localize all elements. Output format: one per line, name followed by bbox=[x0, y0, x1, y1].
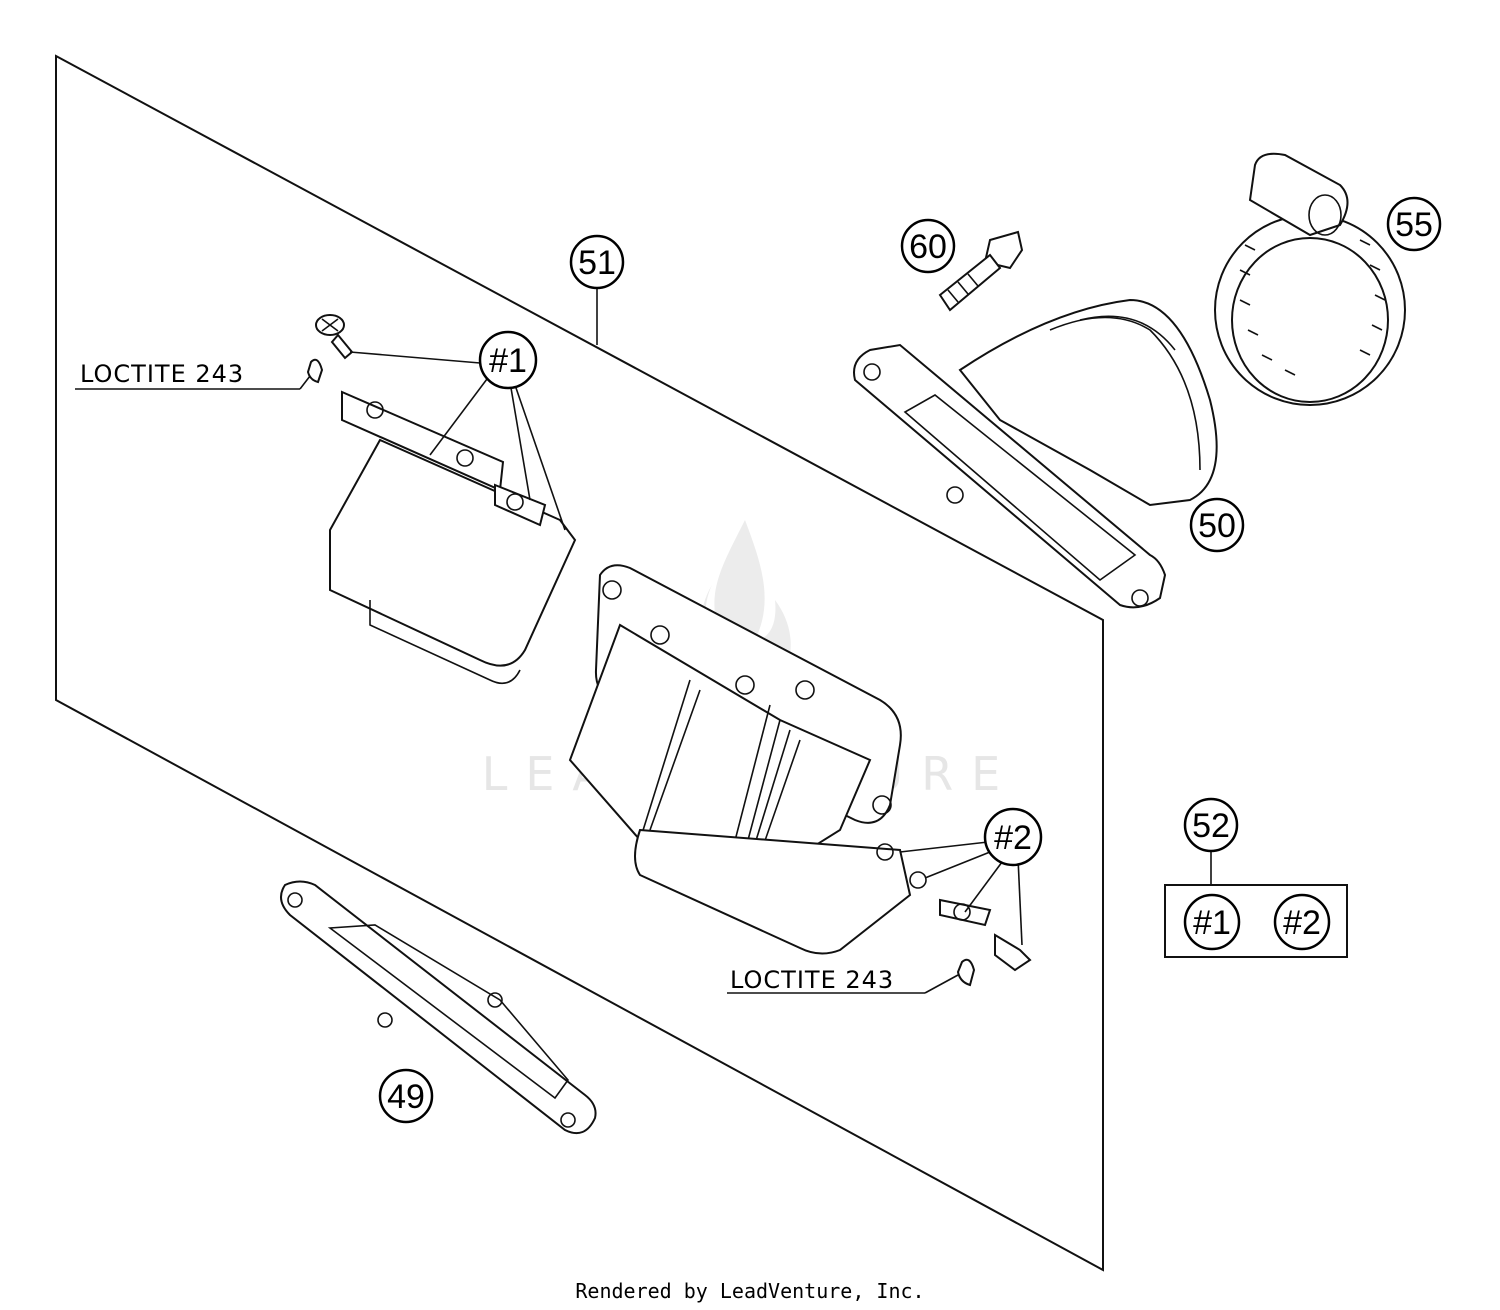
footer-credit: Rendered by LeadVenture, Inc. bbox=[575, 1279, 924, 1303]
callout-52: 52 bbox=[1183, 797, 1239, 853]
svg-text:55: 55 bbox=[1395, 206, 1433, 244]
reed-valve-block bbox=[568, 564, 992, 955]
hose-clamp-55 bbox=[1214, 152, 1406, 406]
reed-valve-panel-outline bbox=[55, 54, 1104, 1272]
callout-kit-ref2: #2 bbox=[1273, 893, 1331, 951]
kit-52-box bbox=[1164, 884, 1348, 958]
svg-text:51: 51 bbox=[578, 244, 616, 282]
screw-bottom-right bbox=[956, 933, 1032, 987]
callout-ref2-right: #2 bbox=[983, 807, 1043, 867]
callout-60: 60 bbox=[900, 218, 956, 274]
svg-text:#2: #2 bbox=[1283, 904, 1321, 942]
svg-text:60: 60 bbox=[909, 228, 947, 266]
callout-51: 51 bbox=[569, 234, 625, 290]
gasket-49 bbox=[280, 880, 597, 1134]
callout-50: 50 bbox=[1189, 497, 1245, 553]
svg-text:52: 52 bbox=[1192, 807, 1230, 845]
callout-49: 49 bbox=[378, 1068, 434, 1124]
loctite-note-bottom: LOCTITE 243 bbox=[730, 966, 894, 994]
callout-ref1-top: #1 bbox=[478, 330, 538, 390]
intake-manifold-50 bbox=[853, 298, 1218, 609]
svg-text:#1: #1 bbox=[489, 342, 527, 380]
loctite-note-top: LOCTITE 243 bbox=[80, 360, 244, 388]
reed-petal-left bbox=[329, 390, 577, 685]
svg-text:49: 49 bbox=[387, 1078, 425, 1116]
leader-lines bbox=[75, 288, 1212, 994]
callout-55: 55 bbox=[1386, 196, 1442, 252]
svg-text:50: 50 bbox=[1198, 507, 1236, 545]
svg-text:#2: #2 bbox=[994, 819, 1032, 857]
svg-text:#1: #1 bbox=[1193, 904, 1231, 942]
callout-kit-ref1: #1 bbox=[1183, 893, 1241, 951]
screw-top-left bbox=[306, 314, 354, 384]
bolt-60 bbox=[938, 230, 1024, 312]
